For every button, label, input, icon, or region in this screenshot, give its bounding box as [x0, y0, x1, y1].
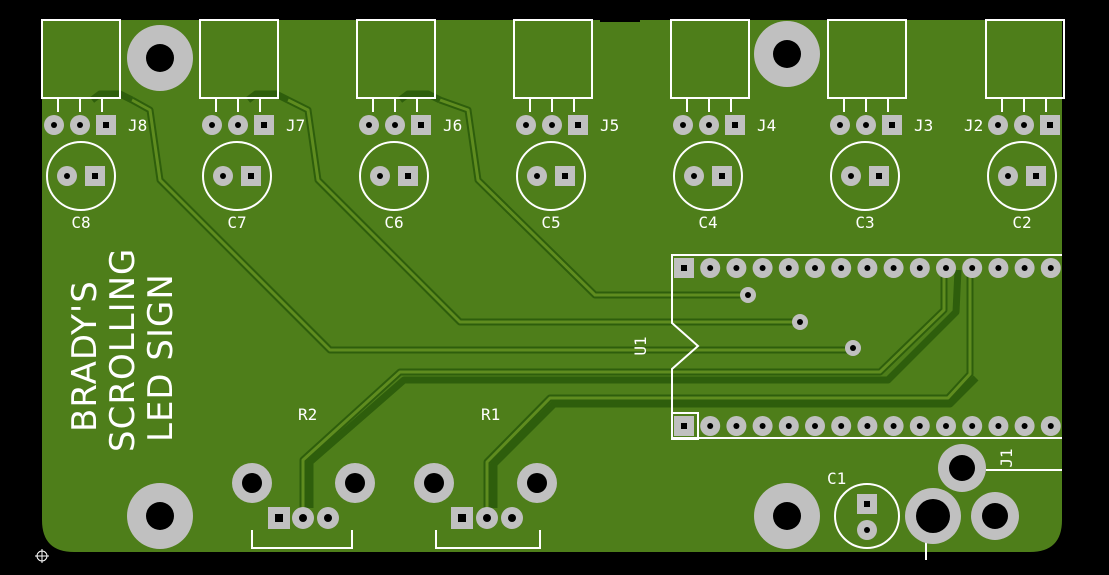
ic-u1: U1: [631, 254, 1062, 440]
connector-j5: J5: [513, 19, 619, 135]
capacitor-label: C7: [227, 213, 246, 232]
capacitor-c8: C8: [46, 141, 116, 232]
connector-j2: J2: [964, 19, 1065, 135]
top-connectors: J8 J7 J6 J5 J4 J3 J2: [41, 19, 1065, 135]
capacitor-c1: C1: [827, 469, 900, 549]
traces: [89, 90, 979, 508]
connector-j3: J3: [827, 19, 933, 135]
capacitor-label: C3: [855, 213, 874, 232]
title-line-1: BRADY'S: [65, 280, 105, 432]
capacitor-label: C5: [541, 213, 560, 232]
vias: [740, 287, 861, 356]
mounting-holes: [127, 21, 820, 549]
connector-label: J2: [964, 116, 983, 135]
ic-label: U1: [631, 336, 650, 355]
connector-label: J3: [914, 116, 933, 135]
r1-label: R1: [481, 405, 500, 424]
capacitor-c3: C3: [830, 141, 900, 232]
capacitor-c2: C2: [987, 141, 1057, 232]
capacitor-c4: C4: [673, 141, 743, 232]
connector-label: J4: [757, 116, 776, 135]
board-title: BRADY'S SCROLLING LED SIGN: [65, 248, 181, 452]
power-jack-j1: J1: [905, 444, 1062, 560]
origin-marker: [35, 549, 49, 563]
connector-label: J7: [286, 116, 305, 135]
c1-label: C1: [827, 469, 846, 488]
capacitor-c7: C7: [202, 141, 272, 232]
r2-label: R2: [298, 405, 317, 424]
capacitor-c6: C6: [359, 141, 429, 232]
title-line-3: LED SIGN: [141, 273, 181, 442]
connector-j8: J8: [41, 19, 147, 135]
top-capacitors: C8 C7 C6 C5 C4 C3 C2: [46, 141, 1057, 232]
capacitor-label: C8: [71, 213, 90, 232]
resistor-r2: R2: [232, 405, 375, 549]
copper-pour: [42, 20, 1062, 552]
connector-label: J6: [443, 116, 462, 135]
connector-j6: J6: [356, 19, 462, 135]
j1-label: J1: [997, 448, 1016, 467]
ic-pins: [671, 258, 1061, 440]
capacitor-label: C4: [698, 213, 717, 232]
connector-label: J5: [600, 116, 619, 135]
board-notch: [600, 20, 640, 22]
connector-label: J8: [128, 116, 147, 135]
capacitor-c5: C5: [516, 141, 586, 232]
resistor-r1: R1: [414, 405, 557, 549]
capacitor-label: C2: [1012, 213, 1031, 232]
connector-j4: J4: [670, 19, 776, 135]
capacitor-label: C6: [384, 213, 403, 232]
connector-j7: J7: [199, 19, 305, 135]
title-line-2: SCROLLING: [103, 248, 143, 452]
